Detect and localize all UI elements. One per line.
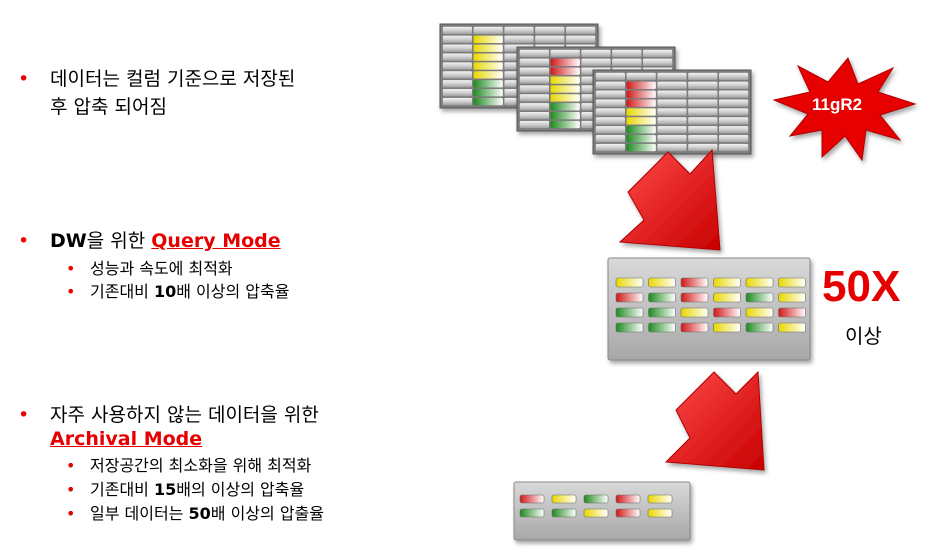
sub-bullet-icon: • bbox=[66, 504, 76, 523]
query-mode-link[interactable]: Query Mode bbox=[151, 230, 281, 252]
section-2-heading: DW을 위한 Query Mode bbox=[50, 228, 281, 254]
column-tables-stack bbox=[439, 23, 752, 155]
section-3-sub-1-text: 저장공간의 최소화을 위해 최적화 bbox=[90, 456, 312, 475]
compressed-block bbox=[648, 307, 676, 318]
compressed-block bbox=[778, 322, 806, 333]
compressed-block bbox=[583, 494, 609, 504]
compressed-block bbox=[615, 508, 641, 518]
compressed-block bbox=[745, 307, 774, 318]
compressed-block bbox=[778, 277, 806, 288]
sub-num: 15 bbox=[153, 480, 177, 499]
compressed-block bbox=[615, 322, 644, 333]
bullet-icon: • bbox=[18, 230, 30, 252]
bullet-icon: • bbox=[18, 404, 30, 426]
sub-pre: 일부 데이터는 bbox=[90, 504, 189, 523]
starburst-badge bbox=[772, 57, 917, 162]
compressed-block bbox=[551, 508, 577, 518]
compressed-block bbox=[519, 508, 545, 518]
compressed-block bbox=[745, 292, 774, 303]
compressed-block bbox=[713, 322, 741, 333]
dw-label: DW bbox=[50, 230, 87, 252]
compressed-block bbox=[648, 322, 676, 333]
compression-ratio-suffix: 이상 bbox=[845, 324, 882, 348]
compressed-block bbox=[745, 277, 774, 288]
section-2-sub-2-text: 기존대비 10배 이상의 압축율 bbox=[90, 281, 289, 303]
archival-mode-blocks bbox=[519, 494, 673, 518]
column-table bbox=[592, 69, 752, 155]
compressed-block bbox=[519, 494, 545, 504]
section-3-sub-3-text: 일부 데이터는 50배 이상의 압출율 bbox=[90, 503, 324, 525]
compressed-block bbox=[713, 292, 741, 303]
sub-post: 배 이상의 압축율 bbox=[176, 282, 290, 301]
starburst-label: 11gR2 bbox=[812, 95, 863, 114]
compressed-block bbox=[583, 508, 609, 518]
compressed-block bbox=[778, 292, 806, 303]
compressed-block bbox=[647, 494, 673, 504]
compressed-block bbox=[680, 307, 709, 318]
compressed-block bbox=[680, 292, 709, 303]
section-1-line-1: 데이터는 컬럼 기준으로 저장된 bbox=[50, 68, 296, 90]
sub-post: 배 이상의 압출율 bbox=[210, 504, 324, 523]
sub-num: 50 bbox=[188, 504, 211, 523]
sub-bullet-icon: • bbox=[66, 480, 76, 499]
bullet-icon: • bbox=[18, 68, 30, 90]
sub-num: 10 bbox=[153, 282, 177, 301]
compression-ratio: 50X bbox=[822, 262, 901, 311]
compressed-block bbox=[551, 494, 577, 504]
section-1-line-2: 후 압축 되어짐 bbox=[50, 96, 167, 118]
compressed-block bbox=[713, 307, 741, 318]
sub-bullet-icon: • bbox=[66, 282, 76, 301]
compressed-block bbox=[648, 292, 676, 303]
sub-post: 배의 이상의 압축율 bbox=[176, 480, 305, 499]
compressed-block bbox=[680, 277, 709, 288]
sub-bullet-icon: • bbox=[66, 259, 76, 278]
section-2-heading-mid: 을 위한 bbox=[86, 230, 152, 252]
sub-pre: 기존대비 bbox=[90, 480, 154, 499]
compressed-block bbox=[680, 322, 709, 333]
compressed-block bbox=[713, 277, 741, 288]
compressed-block bbox=[647, 508, 673, 518]
compressed-block bbox=[778, 307, 806, 318]
compressed-block bbox=[615, 307, 644, 318]
sub-bullet-icon: • bbox=[66, 456, 76, 475]
section-3-heading: 자주 사용하지 않는 데이터을 위한 bbox=[50, 404, 319, 426]
down-arrow-1 bbox=[618, 148, 721, 251]
compressed-block bbox=[745, 322, 774, 333]
section-3-sub-2-text: 기존대비 15배의 이상의 압축율 bbox=[90, 479, 304, 501]
query-mode-blocks bbox=[615, 277, 806, 333]
sub-pre: 기존대비 bbox=[90, 282, 154, 301]
compressed-block bbox=[615, 494, 641, 504]
section-2-sub-1-text: 성능과 속도에 최적화 bbox=[90, 259, 233, 278]
compressed-block bbox=[615, 292, 644, 303]
down-arrow-2 bbox=[664, 370, 765, 471]
compressed-block bbox=[615, 277, 644, 288]
archival-mode-link[interactable]: Archival Mode bbox=[50, 428, 203, 450]
compressed-block bbox=[648, 277, 676, 288]
